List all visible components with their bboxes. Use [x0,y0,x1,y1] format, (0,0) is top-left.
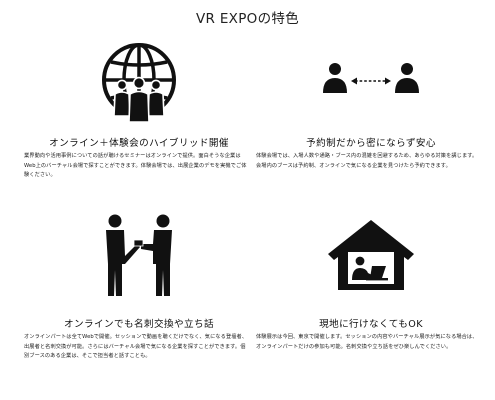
page-title: VR EXPOの特色 [196,11,299,27]
globe-people-icon [24,38,254,122]
feature-description: 体験展示は今回、東京で開催します。セッションの内容やバーチャル展示が気になる場合… [256,334,478,350]
feature-title: オンライン＋体験会のハイブリッド開催 [49,138,229,149]
feature-description: オンラインパートは全てWebで開催。セッションで動画を聴くだけでなく、気になる登… [24,334,248,360]
business-card-exchange-icon [24,214,254,296]
social-distance-icon [256,62,486,94]
feature-title: オンラインでも名刺交換や立ち話 [64,319,214,330]
home-remote-work-icon [256,218,486,290]
feature-title: 予約制だから密にならず安心 [306,138,436,149]
feature-description: 体験会場では、入場人数や通路・ブース内の混雑を回避するため、あらゆる対策を講じま… [256,153,478,169]
feature-description: 業界動向や活用事例についての話が聴けるセミナーはオンラインで提供。面白そうな企業… [24,153,247,179]
feature-title: 現地に行けなくてもOK [319,319,423,330]
